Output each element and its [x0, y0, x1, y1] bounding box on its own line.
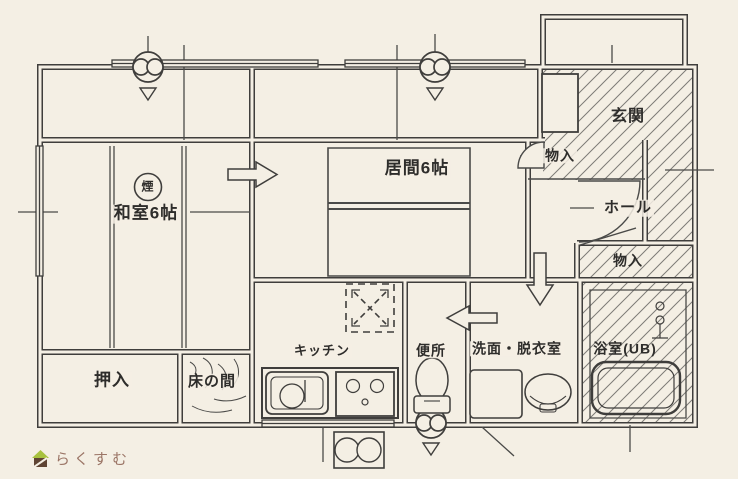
room-label-genkan: 玄関: [610, 108, 646, 126]
bathroom-inner-frame: [589, 289, 687, 419]
room-label-hall: ホール: [601, 198, 655, 217]
door-mono-hall: [579, 227, 637, 246]
kitchen-counter: [261, 367, 399, 419]
shower-fitting-icon: [655, 301, 665, 311]
room-label-ima: 居間6帖: [382, 158, 452, 179]
doors: [517, 141, 641, 246]
flow-arrows: [227, 160, 555, 332]
hatch-mono-hall: [577, 243, 693, 280]
stove-icon: [335, 371, 395, 417]
room-label-washitsu: 和室6帖: [111, 203, 181, 224]
tatami-lines: [109, 146, 187, 348]
smoke-detector-icon: [133, 172, 163, 202]
gas-cylinders-icon: [333, 431, 385, 469]
room-label-mono-hall: 物入: [613, 252, 643, 269]
walls: [37, 14, 698, 428]
vent-fan-icon: [419, 51, 451, 102]
vent-fan-icon: [415, 398, 447, 457]
watermark: らくすむ: [32, 448, 131, 469]
door-entrance-swing: [578, 180, 641, 243]
room-label-yokushitsu: 浴室(UB): [593, 340, 657, 357]
toilet-icon: [413, 357, 451, 414]
north-band-partitions: [183, 45, 398, 140]
room-label-mono-entrance: 物入: [543, 147, 577, 164]
watermark-text: らくすむ: [55, 451, 132, 468]
vent-fans: [132, 51, 451, 457]
arrow-down-icon: [525, 252, 555, 307]
room-label-tokonoma: 床の間: [185, 372, 239, 391]
living-room-track: [328, 202, 470, 210]
bathtub-icon: [590, 301, 682, 416]
room-label-oshiire: 押入: [92, 370, 132, 391]
ceiling-hatch-icon: [345, 283, 395, 333]
vent-fan-icon: [132, 51, 164, 102]
smoke-detector-label: 煙: [141, 179, 155, 194]
washing-machine-icon: [469, 369, 523, 419]
wash-basin-icon: [524, 373, 572, 413]
rakusumu-logo-icon: [32, 450, 49, 467]
sink-icon: [265, 371, 329, 415]
entrance-closet-outline: [541, 73, 579, 133]
door-closet-swing: [517, 141, 545, 169]
room-label-benjo: 便所: [414, 342, 448, 359]
room-label-kitchen: キッチン: [291, 342, 353, 359]
living-room-frame: [327, 147, 471, 277]
arrow-left-icon: [445, 304, 498, 332]
room-label-senmen: 洗面・脱衣室: [470, 340, 564, 357]
arrow-right-icon: [227, 160, 279, 189]
